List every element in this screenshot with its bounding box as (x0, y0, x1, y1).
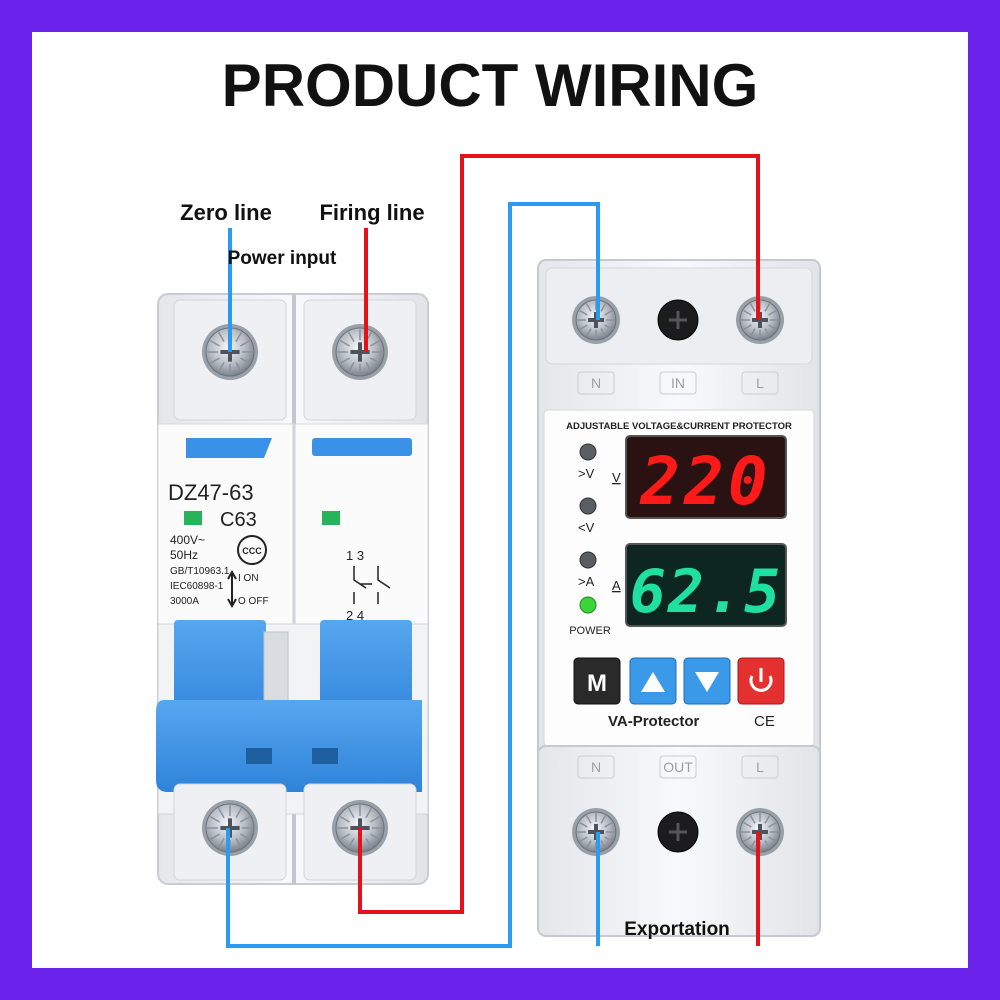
indicator-label: >V (578, 466, 595, 481)
power-label: POWER (569, 625, 611, 637)
spec-line: GB/T10963.1 (170, 566, 230, 577)
firing-line-label: Firing line (319, 200, 424, 225)
terminal-label: N (591, 375, 601, 391)
pole-bottom-label: 2 4 (346, 608, 364, 623)
va-protector: N IN L ADJUSTABLE VOLTAGE&CURRENT PROTECTO… (537, 259, 821, 937)
breaker-rating: C63 (220, 509, 257, 531)
svg-text:M: M (587, 670, 607, 697)
indicator-led (579, 497, 597, 515)
terminal-label: N (591, 759, 601, 775)
triangle-up-icon (641, 672, 665, 692)
power-button[interactable] (737, 657, 785, 705)
on-off-arrow-icon (227, 569, 237, 609)
power-led (579, 596, 597, 614)
bottom-terminal-labels: N OUT L (577, 755, 779, 779)
terminal-label: OUT (663, 759, 693, 775)
neutral-link-wire (226, 202, 600, 948)
live-link-wire (358, 154, 760, 914)
breaker-stripe-left (186, 438, 272, 458)
zero-line-label: Zero line (180, 200, 272, 225)
power-icon (749, 668, 773, 692)
spec-line: 50Hz (170, 548, 198, 562)
top-terminal-labels: N IN L (577, 371, 779, 395)
wiring-diagram: PRODUCT WIRING DZ47-63 C63 400V~50HzGB/T… (156, 52, 821, 948)
terminal-label: L (756, 375, 764, 391)
terminal-label: IN (671, 375, 685, 391)
switch-symbol-icon (353, 566, 391, 604)
current-display (625, 543, 787, 627)
terminal-label-box (741, 755, 779, 779)
up-button[interactable] (629, 657, 677, 705)
wires (226, 154, 760, 948)
spec-line: IEC60898-1 (170, 581, 224, 592)
mode-button[interactable]: M (573, 657, 621, 705)
terminal-label-box (741, 371, 779, 395)
voltage-unit: V (612, 470, 621, 485)
current-unit: A (612, 578, 621, 593)
ce-mark: CE (754, 713, 775, 730)
breaker-indicator-left (184, 511, 202, 525)
mounting-screw-icon (657, 299, 699, 341)
terminal-label-box (659, 755, 697, 779)
terminal-label-box (659, 371, 697, 395)
mounting-screw-icon (657, 811, 699, 853)
terminal-label-box (577, 755, 615, 779)
indicator-label: <V (578, 520, 595, 535)
breaker-on-label: I ON (238, 573, 259, 584)
spec-line: 3000A (170, 596, 199, 607)
indicator-leds: >V <V >A (578, 443, 597, 589)
breaker-model: DZ47-63 (168, 480, 254, 505)
terminal-label-box (577, 371, 615, 395)
circuit-breaker: DZ47-63 C63 400V~50HzGB/T10963.1IEC60898… (156, 293, 429, 885)
triangle-down-icon (695, 672, 719, 692)
current-reading: 62.5 (630, 557, 783, 627)
voltage-display (625, 435, 787, 519)
indicator-led (579, 551, 597, 569)
pole-top-label: 1 3 (346, 548, 364, 563)
breaker-indicator-right (322, 511, 340, 525)
terminal-label: L (756, 759, 764, 775)
page-title: PRODUCT WIRING (222, 52, 759, 119)
indicator-label: >A (578, 574, 595, 589)
breaker-stripe-right (312, 438, 412, 456)
svg-text:CCC: CCC (242, 546, 262, 556)
breaker-off-label: O OFF (238, 596, 269, 607)
down-button[interactable] (683, 657, 731, 705)
phillips-screw-icon (332, 324, 388, 380)
voltage-reading: 220 (639, 443, 771, 520)
protector-header: ADJUSTABLE VOLTAGE&CURRENT PROTECTOR (566, 421, 792, 432)
spec-line: 400V~ (170, 533, 205, 547)
indicator-led (579, 443, 597, 461)
breaker-handle-bar[interactable] (156, 700, 422, 792)
exportation-label: Exportation (624, 919, 730, 940)
ccc-mark: CCC (237, 535, 267, 565)
brand-label: VA-Protector (608, 713, 700, 730)
power-input-label: Power input (228, 248, 337, 269)
